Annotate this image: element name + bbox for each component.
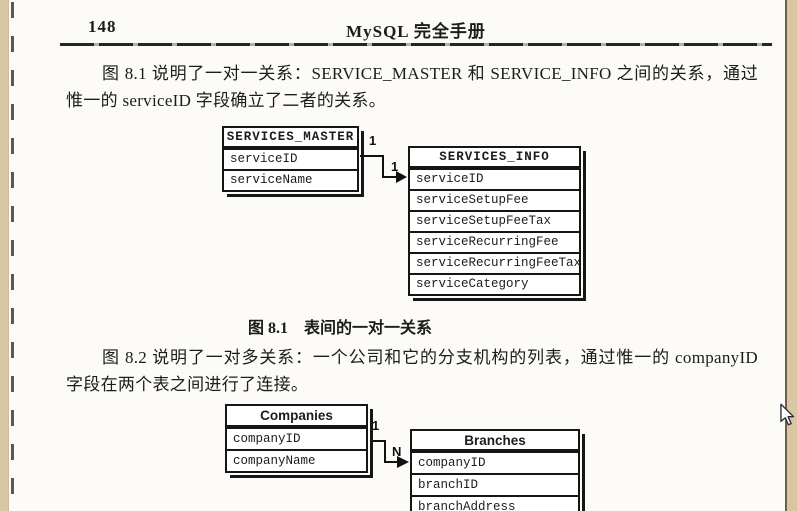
table-row: serviceSetupFeeTax <box>410 210 579 231</box>
cardinality-label-one: 1 <box>372 418 380 433</box>
binding-dash-marks <box>11 2 14 511</box>
table-title: SERVICES_INFO <box>410 148 579 168</box>
table-row: serviceCategory <box>410 273 579 294</box>
table-row: serviceRecurringFeeTax <box>410 252 579 273</box>
cardinality-label-one: 1 <box>369 133 377 148</box>
table-row: serviceName <box>224 169 357 190</box>
table-row: companyName <box>227 449 366 471</box>
table-row: serviceRecurringFee <box>410 231 579 252</box>
scan-margin-right <box>785 0 797 511</box>
table-row: branchAddress <box>412 495 578 511</box>
table-row: serviceSetupFee <box>410 189 579 210</box>
scan-margin-left <box>0 0 9 511</box>
table-companies: Companies companyID companyName <box>225 404 368 473</box>
table-title: SERVICES_MASTER <box>224 128 357 148</box>
table-title: Companies <box>227 406 366 427</box>
figure-8-1-caption: 图 8.1 表间的一对一关系 <box>247 320 432 337</box>
paragraph-2: 图 8.2 说明了一对多关系：一个公司和它的分支机构的列表，通过惟一的 comp… <box>66 348 758 394</box>
cardinality-label-many: N <box>392 444 402 459</box>
table-row: serviceID <box>224 148 357 169</box>
paragraph-1: 图 8.1 说明了一对一关系：SERVICE_MASTER 和 SERVICE_… <box>66 64 758 110</box>
table-row: companyID <box>412 451 578 473</box>
table-row: companyID <box>227 427 366 449</box>
cardinality-label-one: 1 <box>391 159 399 174</box>
table-row: serviceID <box>410 168 579 189</box>
header-rule <box>60 43 772 46</box>
table-branches: Branches companyID branchID branchAddres… <box>410 429 580 511</box>
table-services-master: SERVICES_MASTER serviceID serviceName <box>222 126 359 192</box>
table-title: Branches <box>412 431 578 451</box>
running-head-title: MySQL 完全手册 <box>346 22 486 41</box>
table-row: branchID <box>412 473 578 495</box>
page-number: 148 <box>88 17 117 36</box>
table-services-info: SERVICES_INFO serviceID serviceSetupFee … <box>408 146 581 296</box>
mouse-cursor-icon <box>780 403 795 426</box>
